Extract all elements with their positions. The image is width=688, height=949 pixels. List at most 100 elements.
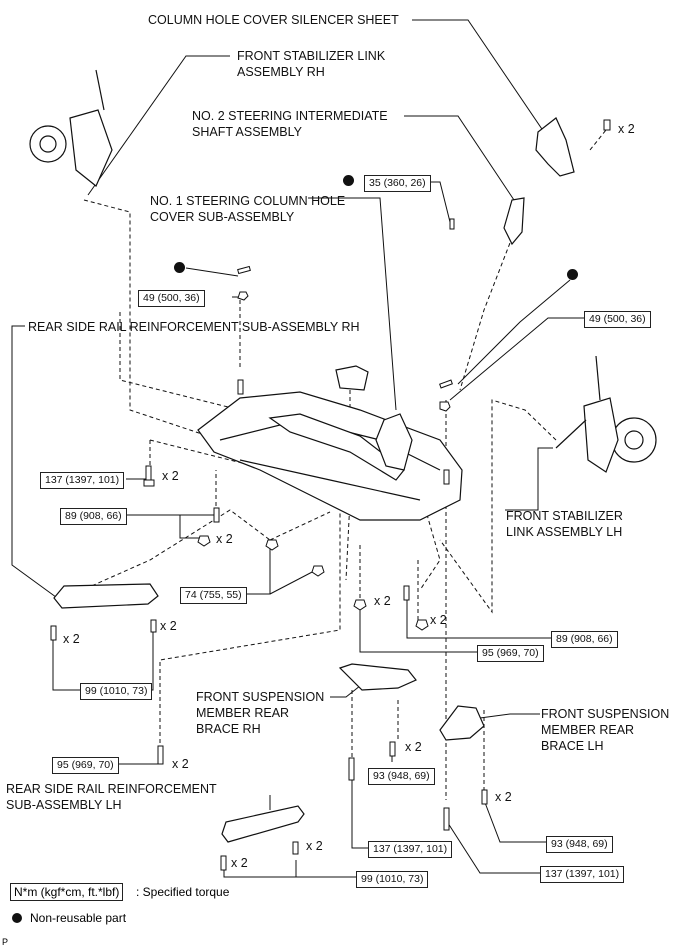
label-stabilizer-rh-1: FRONT STABILIZER LINK <box>237 49 386 63</box>
qty-93-right: x 2 <box>495 790 512 804</box>
nut <box>353 599 367 611</box>
torque-t95-left: 95 (969, 70) <box>52 757 119 774</box>
nut <box>237 291 249 301</box>
leader-t89-left <box>126 514 200 539</box>
bracket-shape <box>335 365 369 391</box>
leader-dot-rh <box>185 267 239 277</box>
leader-stab-lh <box>505 447 553 511</box>
leader-t89-right <box>406 600 553 639</box>
nut <box>311 565 325 577</box>
bolt <box>389 741 396 757</box>
nonreusable-dot-rh <box>174 262 185 273</box>
brace-lh-shape <box>439 705 485 741</box>
torque-t49-rh: 49 (500, 36) <box>138 290 205 307</box>
bolt <box>403 585 410 601</box>
torque-t99-upper: 99 (1010, 73) <box>80 683 153 700</box>
bolt <box>449 218 455 230</box>
torque-t99-lower: 99 (1010, 73) <box>356 871 429 888</box>
label-stab-lh-2: LINK ASSEMBLY LH <box>506 525 623 539</box>
label-brace-lh-3: BRACE LH <box>541 739 604 753</box>
knuckle-lh-body <box>583 397 619 473</box>
bolt <box>292 841 299 855</box>
bolt <box>157 745 164 765</box>
leader-t99-upper-b <box>80 632 154 691</box>
leader-t137-right <box>445 819 540 874</box>
leader-interm-shaft <box>404 115 515 201</box>
torque-t95-right: 95 (969, 70) <box>477 645 544 662</box>
bolt <box>443 469 450 485</box>
silencer-sheet-shape <box>535 117 575 177</box>
leader-dot-lh <box>457 279 571 385</box>
qty-99-lower-right: x 2 <box>306 839 323 853</box>
qty-93-mid: x 2 <box>405 740 422 754</box>
bolt <box>348 757 355 781</box>
nut <box>415 619 429 631</box>
label-silencer-sheet: COLUMN HOLE COVER SILENCER SHEET <box>148 13 399 27</box>
legend-dot <box>12 913 22 923</box>
nut <box>439 401 451 412</box>
qty-99-upper-right: x 2 <box>160 619 177 633</box>
label-interm-shaft-2: SHAFT ASSEMBLY <box>192 125 302 139</box>
label-column-cover-2: COVER SUB-ASSEMBLY <box>150 210 295 224</box>
intermediate-shaft-shape <box>503 197 525 246</box>
legend-nonreusable-desc: Non-reusable part <box>30 911 127 925</box>
leader-column-cover <box>308 197 397 411</box>
column-cover-boot <box>375 413 413 471</box>
label-brace-lh-2: MEMBER REAR <box>541 723 635 737</box>
label-stabilizer-rh-2: ASSEMBLY RH <box>237 65 325 79</box>
rail-reinf-rh-shape <box>53 583 159 609</box>
qty-95-right: x 2 <box>374 594 391 608</box>
leader-t99-upper <box>52 640 80 691</box>
leader-t93-right <box>483 799 546 843</box>
leader-stabilizer-rh <box>87 55 230 196</box>
torque-t137-mid: 137 (1397, 101) <box>368 841 453 858</box>
label-stab-lh-1: FRONT STABILIZER <box>506 509 623 523</box>
label-brace-rh-3: BRACE RH <box>196 722 261 736</box>
label-column-cover-1: NO. 1 STEERING COLUMN HOLE <box>150 194 346 208</box>
clip <box>603 119 611 131</box>
leader-t74 <box>246 545 271 595</box>
torque-t89-right: 89 (908, 66) <box>551 631 618 648</box>
nut <box>197 535 211 547</box>
torque-t93-right: 93 (948, 69) <box>546 836 613 853</box>
torque-t137-upper: 137 (1397, 101) <box>40 472 125 489</box>
nut <box>265 539 279 551</box>
legend-torque-desc: : Specified torque <box>136 885 230 899</box>
bolt <box>439 379 453 389</box>
qty-silencer-clips: x 2 <box>618 122 635 136</box>
bolt <box>237 265 251 275</box>
bolt-head <box>143 479 155 487</box>
rail-reinf-lh-shape <box>221 805 305 843</box>
qty-95-left: x 2 <box>172 757 189 771</box>
nonreusable-dot-lh <box>567 269 578 280</box>
qty-137-upper: x 2 <box>162 469 179 483</box>
leader-t74-b <box>269 569 317 595</box>
qty-89-right: x 2 <box>430 613 447 627</box>
leader-rail-rh <box>11 325 61 601</box>
leader-t137-mid <box>351 780 368 849</box>
knuckle-rh-body <box>69 109 113 187</box>
leader-t49lh <box>449 317 584 401</box>
torque-t89-left: 89 (908, 66) <box>60 508 127 525</box>
leader-silencer-sheet <box>412 19 549 139</box>
bolt <box>220 855 227 871</box>
steering-gear-shape <box>268 413 405 481</box>
bolt <box>150 619 157 633</box>
bolt <box>237 379 244 395</box>
qty-99-upper-left: x 2 <box>63 632 80 646</box>
label-brace-rh-2: MEMBER REAR <box>196 706 290 720</box>
subframe-shape <box>197 391 463 521</box>
bolt <box>213 507 220 523</box>
label-rail-lh-1: REAR SIDE RAIL REINFORCEMENT <box>6 782 217 796</box>
label-brace-lh-1: FRONT SUSPENSION <box>541 707 670 721</box>
legend-torque-unit: N*m (kgf*cm, ft.*lbf) <box>10 883 124 901</box>
label-interm-shaft-1: NO. 2 STEERING INTERMEDIATE <box>192 109 388 123</box>
label-rail-rh: REAR SIDE RAIL REINFORCEMENT SUB-ASSEMBL… <box>28 320 360 334</box>
nonreusable-dot-t35 <box>343 175 354 186</box>
brace-rh-shape <box>338 663 417 691</box>
label-brace-rh-1: FRONT SUSPENSION <box>196 690 325 704</box>
torque-t35: 35 (360, 26) <box>364 175 431 192</box>
torque-t137-right: 137 (1397, 101) <box>540 866 625 883</box>
